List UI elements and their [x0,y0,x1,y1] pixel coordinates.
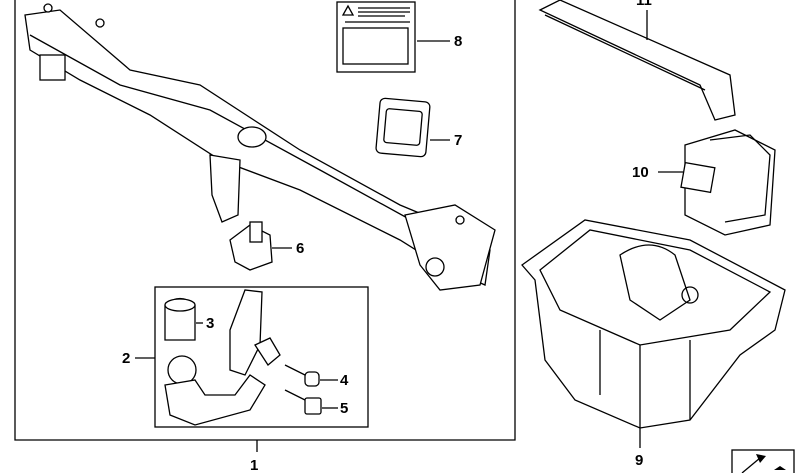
ball-neck-bag [680,129,776,236]
callout-11[interactable]: 11 [636,0,652,9]
callout-9[interactable]: 9 [635,452,643,469]
key [284,389,322,415]
trim-panel [538,0,736,121]
callout-2[interactable]: 2 [122,350,130,367]
lock-cylinder [284,364,320,387]
callout-10[interactable]: 10 [632,164,649,181]
callout-1[interactable]: 1 [250,457,258,473]
callout-3[interactable]: 3 [206,315,214,332]
arrow-icon[interactable] [731,449,795,473]
callout-5[interactable]: 5 [340,400,348,417]
callout-8[interactable]: 8 [454,33,462,50]
callout-7[interactable]: 7 [454,132,462,149]
towbar-crossbar [24,3,496,291]
warning-label [336,1,416,73]
ball-neck [164,289,281,426]
cover-plate [375,97,431,158]
assembly-frame [14,0,516,441]
ball-neck-kit-frame [154,286,369,428]
callout-4[interactable]: 4 [340,372,349,389]
ball-cap [164,297,196,341]
callout-6[interactable]: 6 [296,240,304,257]
storage-tray [521,219,786,429]
socket-holder [229,221,273,271]
